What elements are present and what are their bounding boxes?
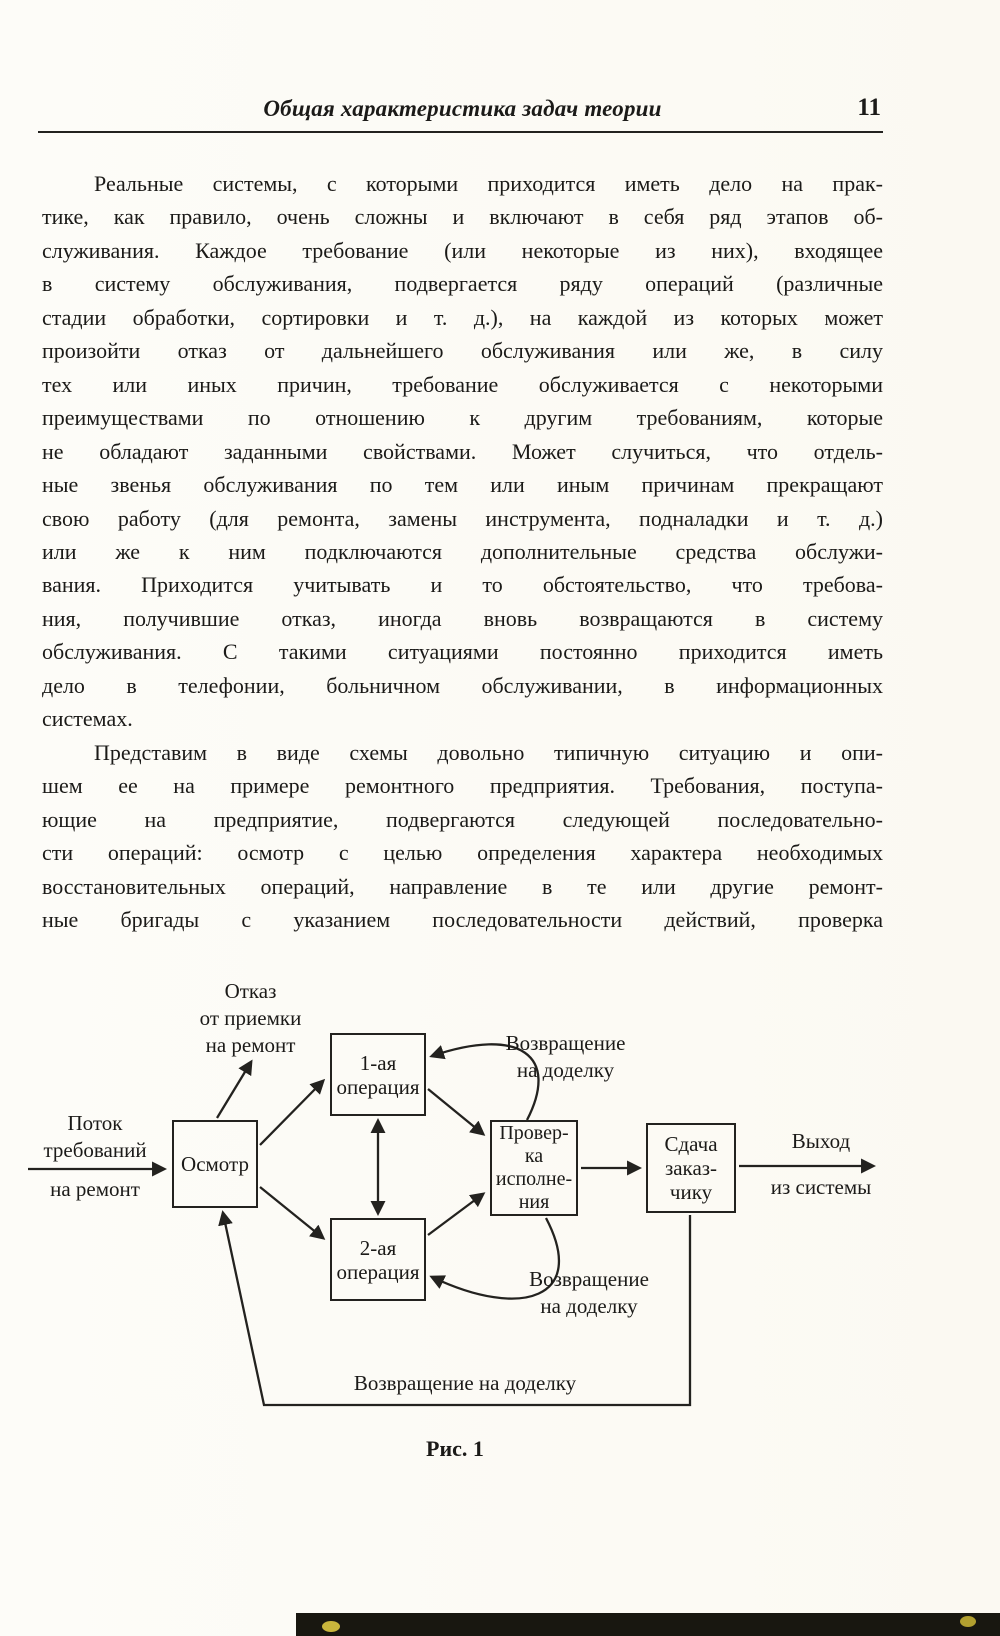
arrow-inspection-to-op2 bbox=[259, 1186, 326, 1240]
scan-artifact-bar bbox=[296, 1613, 1000, 1636]
box-operation-2: 2-ая операция bbox=[330, 1218, 426, 1301]
text-line: свою работу (для ремонта, замены инструм… bbox=[42, 505, 883, 531]
text-line: ные звенья обслуживания по тем или иным … bbox=[42, 472, 883, 498]
arrow-return-to-inspection bbox=[218, 1210, 692, 1407]
arrow-op2-to-check bbox=[427, 1192, 486, 1236]
label-return-bottom-right: Возвращение на доделку bbox=[529, 1267, 649, 1318]
text-line: тех или иных причин, требование обслужив… bbox=[42, 371, 883, 397]
diagram-arrows bbox=[28, 1043, 876, 1407]
text-line: в систему обслуживания, подвергается ряд… bbox=[42, 271, 883, 297]
text-line: преимуществами по отношению к другим тре… bbox=[42, 405, 883, 431]
arrow-op1-to-check bbox=[427, 1088, 486, 1136]
chapter-title: Общая характеристика задач теории bbox=[263, 96, 662, 121]
arrow-inspection-to-op1 bbox=[259, 1078, 326, 1146]
box-operation-1: 1-ая операция bbox=[330, 1033, 426, 1116]
text-line: вания. Приходится учитывать и то обстоят… bbox=[42, 572, 883, 598]
text-line: стадии обработки, сортировки и т. д.), н… bbox=[42, 304, 883, 330]
label-input-flow-2: на ремонт bbox=[50, 1177, 140, 1201]
label-refusal: Отказ от приемки на ремонт bbox=[199, 979, 302, 1057]
text-line: обслуживания. С такими ситуациями постоя… bbox=[42, 639, 883, 665]
label-return-long: Возвращение на доделку bbox=[353, 1371, 577, 1395]
text-line: служивания. Каждое требование (или некот… bbox=[42, 237, 883, 263]
body-text: Реальные системы, с которыми приходится … bbox=[42, 167, 883, 936]
text-line: ные бригады с указанием последовательнос… bbox=[42, 906, 883, 932]
figure-flow-diagram: Осмотр 1-ая операция 2-ая операция Прове… bbox=[0, 968, 1000, 1513]
arrow-return-to-op2 bbox=[429, 1217, 560, 1300]
text-line: тике, как правило, очень сложны и включа… bbox=[42, 204, 883, 230]
text-line: ющие на предприятие, подвергаются следую… bbox=[42, 806, 883, 832]
text-line: системах. bbox=[42, 706, 133, 732]
box-inspection: Осмотр bbox=[172, 1120, 258, 1208]
arrow-refusal bbox=[216, 1059, 253, 1119]
box-delivery: Сдача заказ- чику bbox=[646, 1123, 736, 1213]
text-line: произойти отказ от дальнейшего обслужива… bbox=[42, 338, 883, 364]
text-line: Реальные системы, с которыми приходится … bbox=[94, 171, 883, 196]
text-line: восстановительных операций, направление … bbox=[42, 873, 883, 899]
text-line: Представим в виде схемы довольно типичну… bbox=[94, 739, 883, 765]
label-input-flow: Поток требований bbox=[43, 1111, 147, 1162]
text-line: шем ее на примере ремонтного предприятия… bbox=[42, 773, 883, 799]
header-rule bbox=[38, 131, 883, 133]
text-line: или же к ним подключаются дополнительные… bbox=[42, 538, 883, 564]
label-exit: Выход bbox=[791, 1129, 851, 1153]
scan-artifact-dot bbox=[960, 1616, 976, 1627]
text-line: ния, получившие отказ, иногда вновь возв… bbox=[42, 605, 883, 631]
scan-artifact-dot bbox=[322, 1621, 340, 1632]
label-exit-2: из системы bbox=[770, 1175, 872, 1199]
page-number: 11 bbox=[857, 94, 881, 121]
text-line: дело в телефонии, больничном обслуживани… bbox=[42, 672, 883, 698]
arrow-return-to-op1 bbox=[429, 1043, 540, 1121]
label-return-top: Возвращение на доделку bbox=[505, 1031, 626, 1082]
running-head: Общая характеристика задач теории 11 bbox=[42, 94, 883, 122]
text-line: не обладают заданными свойствами. Может … bbox=[42, 438, 883, 464]
figure-caption: Рис. 1 bbox=[426, 1436, 484, 1461]
box-check-execution: Провер- ка исполне- ния bbox=[490, 1120, 578, 1216]
text-line: сти операций: осмотр с целью определения… bbox=[42, 840, 883, 866]
